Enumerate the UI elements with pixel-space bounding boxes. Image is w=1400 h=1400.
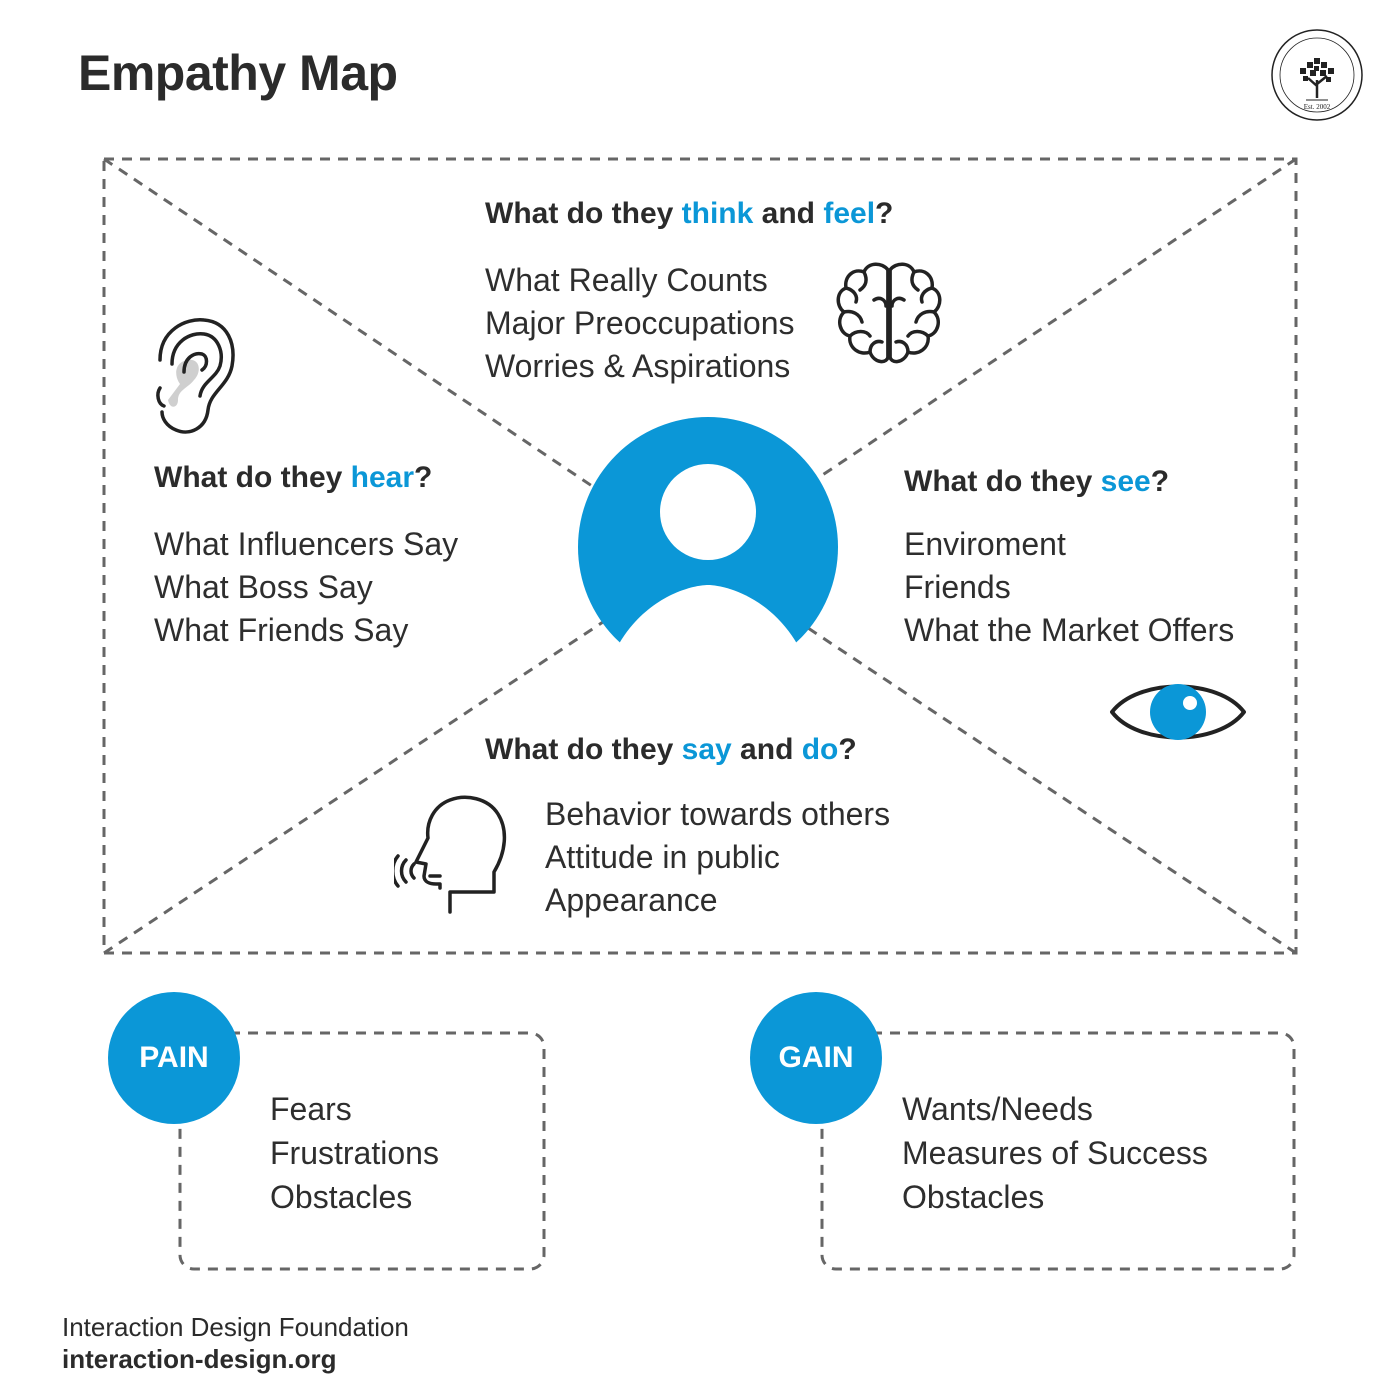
see-list: Enviroment Friends What the Market Offer… (904, 523, 1234, 652)
list-item: Measures of Success (902, 1135, 1208, 1171)
pain-badge: PAIN (108, 992, 240, 1124)
idf-logo-icon: Est. 2002 (1271, 29, 1363, 121)
footer-link[interactable]: interaction-design.org (62, 1344, 337, 1374)
diagonal-bottom-left (103, 618, 607, 955)
list-item: Worries & Aspirations (485, 348, 791, 384)
list-item: Wants/Needs (902, 1091, 1093, 1127)
footer-organization: Interaction Design Foundation (62, 1312, 409, 1342)
list-item: Friends (904, 569, 1011, 605)
speaking-head-icon (394, 795, 507, 914)
list-item: Attitude in public (545, 839, 780, 875)
list-item: Appearance (545, 882, 718, 918)
list-item: Behavior towards others (545, 796, 891, 832)
see-heading: What do they see? (904, 465, 1170, 498)
persona-icon (578, 417, 838, 678)
gain-list: Wants/Needs Measures of Success Obstacle… (902, 1087, 1208, 1219)
think-feel-heading: What do they think and feel? (485, 197, 894, 230)
list-item: Frustrations (270, 1135, 439, 1171)
list-item: What Really Counts (485, 262, 768, 298)
hear-list: What Influencers Say What Boss Say What … (154, 523, 458, 652)
list-item: Obstacles (902, 1179, 1045, 1215)
list-item: Enviroment (904, 526, 1066, 562)
gain-badge: GAIN (750, 992, 882, 1124)
svg-text:Est. 2002: Est. 2002 (1304, 103, 1331, 111)
list-item: Obstacles (270, 1179, 413, 1215)
ear-icon (156, 318, 235, 434)
hear-heading: What do they hear? (154, 461, 433, 494)
list-item: What Friends Say (154, 612, 409, 648)
pain-list: Fears Frustrations Obstacles (270, 1087, 439, 1219)
say-do-heading: What do they say and do? (485, 733, 857, 766)
brain-icon (836, 262, 942, 364)
say-do-list: Behavior towards others Attitude in publ… (545, 793, 890, 922)
list-item: What the Market Offers (904, 612, 1235, 648)
eye-icon (1110, 684, 1246, 740)
list-item: Major Preoccupations (485, 305, 795, 341)
list-item: Fears (270, 1091, 352, 1127)
think-feel-list: What Really Counts Major Preoccupations … (485, 259, 794, 388)
list-item: What Boss Say (154, 569, 373, 605)
list-item: What Influencers Say (154, 526, 459, 562)
page-title: Empathy Map (78, 45, 398, 101)
